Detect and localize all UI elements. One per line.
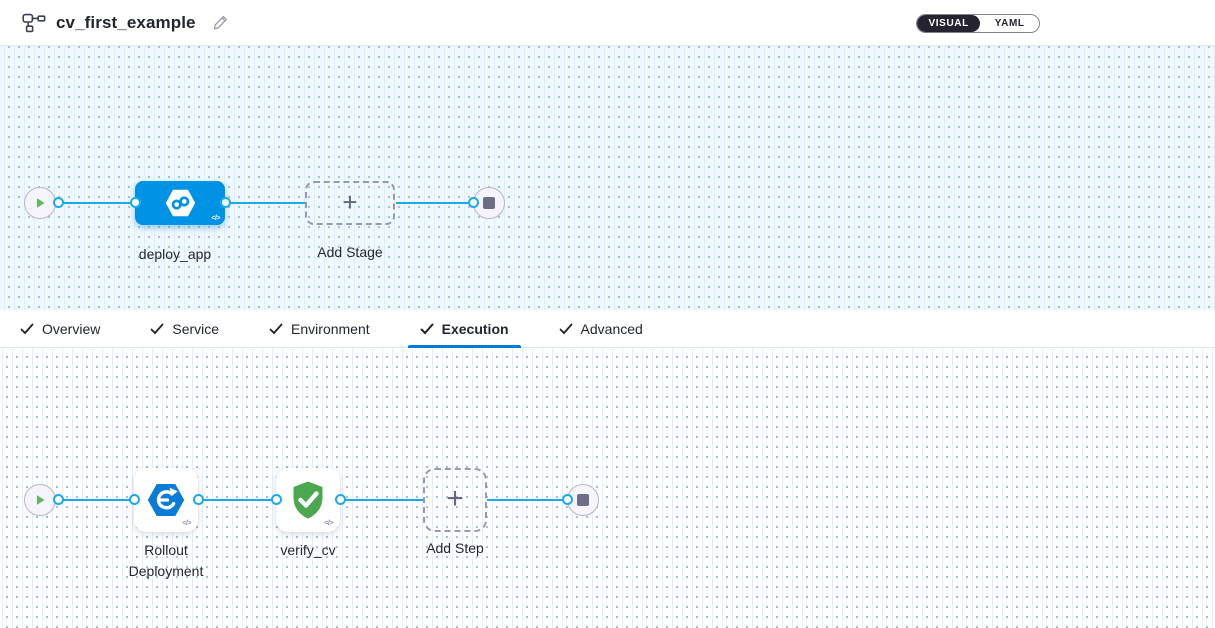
tab-overview[interactable]: Overview (8, 310, 112, 347)
cd-hexagon-icon (165, 189, 195, 217)
step-name-label: verify_cv (280, 542, 336, 558)
step-node-verify-cv[interactable]: </> (276, 468, 340, 532)
visual-yaml-toggle: VISUAL YAML (916, 14, 1040, 33)
pencil-icon (213, 15, 227, 30)
stage-name-label: deploy_app (138, 246, 212, 262)
edge-addstep-to-end (487, 499, 568, 501)
yaml-toggle-button[interactable]: YAML (994, 18, 1025, 29)
check-icon (269, 323, 283, 334)
end-in-port (562, 494, 573, 505)
stage-node-deploy-app[interactable]: </> (135, 181, 225, 225)
edge-addstage-to-end (396, 202, 474, 204)
stop-icon (577, 494, 589, 506)
execution-start-node (24, 484, 56, 516)
code-icon: </> (182, 520, 191, 527)
tab-service[interactable]: Service (138, 310, 231, 347)
edge-rollout-to-verify (198, 499, 276, 501)
edge-start-to-rollout (58, 499, 135, 501)
tab-advanced[interactable]: Advanced (547, 310, 655, 347)
edge-stage-to-addstage (226, 202, 306, 204)
edge-verify-to-addstep (340, 499, 423, 501)
code-icon: </> (211, 215, 220, 222)
rollout-out-port (193, 494, 204, 505)
stage-config-tabbar: Overview Service Environment Execution A… (0, 310, 1215, 348)
stage-in-port (130, 197, 141, 208)
rollout-deployment-icon (147, 484, 185, 516)
check-icon (150, 323, 164, 334)
execution-canvas[interactable]: </> </> + Rollout Deployment verify_cv A… (0, 348, 1215, 628)
verify-out-port (335, 494, 346, 505)
pipeline-icon (22, 13, 46, 33)
add-step-label: Add Step (426, 540, 484, 556)
start-out-port (53, 197, 64, 208)
play-icon (37, 495, 45, 505)
pipeline-header: cv_first_example VISUAL YAML (0, 0, 1215, 46)
tab-environment[interactable]: Environment (257, 310, 382, 347)
edge-start-to-stage (58, 202, 136, 204)
check-icon (20, 323, 34, 334)
add-stage-label: Add Stage (317, 244, 383, 260)
end-in-port (468, 197, 479, 208)
verify-in-port (271, 494, 282, 505)
start-out-port (53, 494, 64, 505)
check-icon (420, 323, 434, 334)
step-node-rollout-deployment[interactable]: </> (134, 468, 198, 532)
visual-toggle-button[interactable]: VISUAL (917, 15, 981, 32)
edit-pipeline-name-button[interactable] (212, 14, 229, 31)
tab-execution[interactable]: Execution (407, 310, 521, 348)
stop-icon (483, 197, 495, 209)
stage-out-port (220, 197, 231, 208)
play-icon (37, 198, 45, 208)
add-stage-button[interactable]: + (305, 181, 395, 225)
rollout-in-port (129, 494, 140, 505)
add-step-button[interactable]: + (423, 468, 487, 532)
check-icon (559, 323, 572, 334)
pipeline-title: cv_first_example (56, 12, 196, 32)
verify-shield-icon (293, 481, 323, 519)
pipeline-start-node (24, 187, 56, 219)
stage-canvas[interactable]: </> + deploy_app Add Stage (0, 46, 1215, 310)
code-icon: </> (324, 520, 333, 527)
step-name-label: Rollout Deployment (128, 542, 204, 579)
